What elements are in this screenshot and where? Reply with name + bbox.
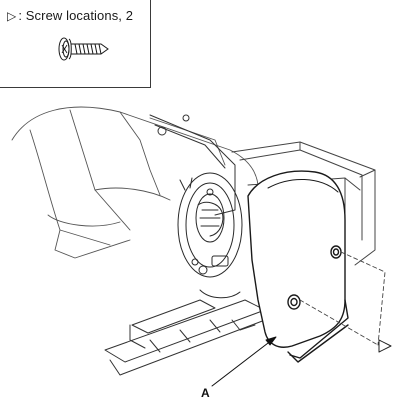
legend-box: ▷: Screw locations, 2 [0, 0, 151, 88]
triangle-marker-icon [378, 339, 392, 353]
side-shield-cover [247, 170, 349, 363]
seat-body-outline [11, 106, 259, 259]
screw-leader-lines [299, 251, 386, 346]
legend-triangle-icon: ▷ [7, 9, 17, 23]
callout-label-a: A [201, 386, 210, 400]
seat-frame [231, 141, 376, 266]
legend-label: ▷: Screw locations, 2 [7, 8, 133, 23]
screw-icon [58, 37, 109, 61]
recliner-plate [149, 114, 236, 216]
legend-caption: : Screw locations, 2 [18, 8, 134, 23]
callout-leader-a [211, 336, 277, 387]
recliner-mechanism [177, 172, 243, 299]
